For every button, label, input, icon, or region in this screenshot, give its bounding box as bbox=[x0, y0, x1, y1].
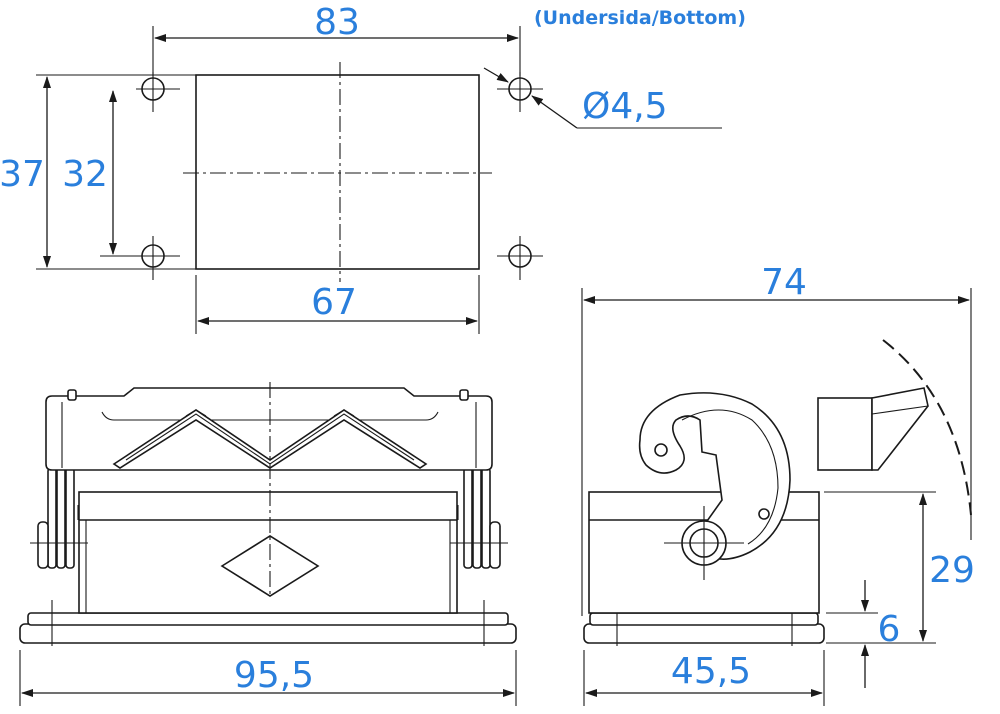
mounting-hole-bottom-right bbox=[497, 236, 543, 280]
dimension-32: 32 bbox=[62, 90, 117, 255]
dimension-hole-diameter: Ø4,5 bbox=[483, 67, 722, 129]
dimension-37: 37 bbox=[0, 74, 196, 270]
dimension-74-label: 74 bbox=[761, 262, 807, 303]
latch-left bbox=[30, 467, 88, 569]
dimension-hole-diameter-label: Ø4,5 bbox=[582, 86, 668, 127]
dimension-29-label: 29 bbox=[929, 550, 975, 591]
front-view: 95,5 bbox=[19, 382, 517, 706]
dimension-45-5-label: 45,5 bbox=[671, 651, 751, 692]
dimension-67-label: 67 bbox=[311, 282, 357, 323]
dimension-83-label: 83 bbox=[314, 2, 360, 43]
dimension-95-5: 95,5 bbox=[19, 650, 517, 706]
top-view: 83 (Undersida/Bottom) Ø4,5 37 32 bbox=[0, 2, 746, 334]
mounting-hole-top-left bbox=[136, 72, 180, 112]
dimension-83: 83 bbox=[152, 2, 521, 76]
dimension-32-label: 32 bbox=[62, 154, 108, 195]
dimension-6: 6 bbox=[826, 580, 900, 688]
dimension-29: 29 bbox=[824, 491, 975, 644]
dimension-67: 67 bbox=[195, 275, 480, 334]
bottom-view-note: (Undersida/Bottom) bbox=[534, 7, 746, 29]
panel-cutout bbox=[195, 74, 480, 270]
dimension-37-label: 37 bbox=[0, 154, 45, 195]
dimension-45-5: 45,5 bbox=[583, 650, 825, 706]
dimension-6-label: 6 bbox=[878, 609, 901, 650]
side-view: 74 29 6 45,5 bbox=[581, 262, 975, 706]
dimension-95-5-label: 95,5 bbox=[234, 655, 314, 696]
latch-right bbox=[450, 467, 508, 569]
dimension-74: 74 bbox=[583, 262, 970, 304]
mounting-hole-bottom-left bbox=[100, 236, 180, 280]
mounting-hole-top-right bbox=[497, 72, 543, 112]
